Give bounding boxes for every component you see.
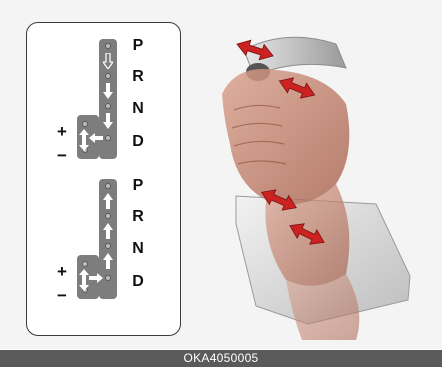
figure-code: OKA4050005: [0, 350, 442, 367]
gate-label-r: R: [129, 208, 147, 226]
up-arrow-icon: [103, 193, 113, 209]
down-arrow-icon: [103, 83, 113, 99]
hand-on-shift-lever-illustration: [196, 24, 426, 342]
left-arrow-icon: [89, 133, 103, 143]
position-dot: [105, 243, 111, 249]
manual-minus-label: −: [55, 147, 69, 164]
shift-pattern-legend: P R N D + − P R N D: [26, 22, 181, 336]
position-dot: [105, 183, 111, 189]
position-dot: [82, 261, 88, 267]
up-arrow-icon: [103, 253, 113, 269]
gate-label-n: N: [129, 240, 147, 258]
gate-label-d: D: [129, 273, 147, 291]
gate-label-d: D: [129, 133, 147, 151]
manual-minus-label: −: [55, 287, 69, 304]
down-arrow-icon: [103, 113, 113, 129]
gate-label-r: R: [129, 68, 147, 86]
up-down-arrow-icon: [79, 129, 89, 151]
manual-plus-label: +: [55, 123, 69, 140]
position-dot: [105, 43, 111, 49]
up-down-arrow-icon: [79, 269, 89, 291]
manual-plus-label: +: [55, 263, 69, 280]
gate-label-p: P: [129, 177, 147, 195]
position-dot: [105, 103, 111, 109]
position-dot: [105, 135, 111, 141]
up-arrow-icon: [103, 223, 113, 239]
position-dot: [105, 213, 111, 219]
position-dot: [105, 73, 111, 79]
gate-label-n: N: [129, 100, 147, 118]
gate-label-p: P: [129, 37, 147, 55]
right-arrow-icon: [89, 273, 103, 283]
down-arrow-icon: [103, 53, 113, 69]
position-dot: [82, 121, 88, 127]
figure-caption-bar: OKA4050005: [0, 350, 442, 367]
position-dot: [105, 275, 111, 281]
